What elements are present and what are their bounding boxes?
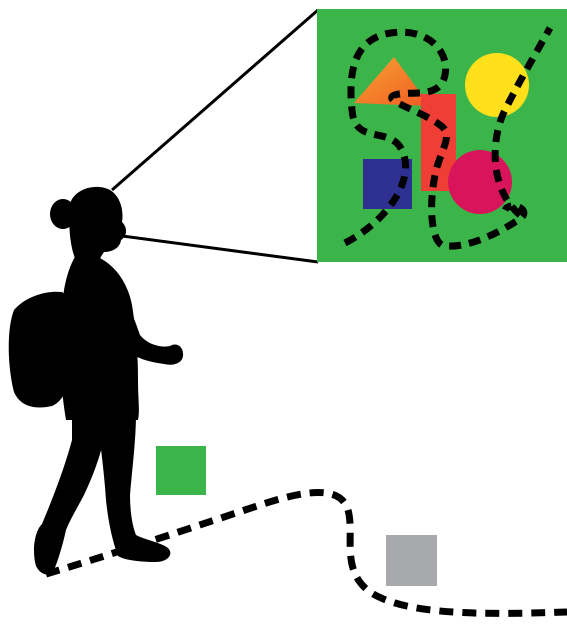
view-cone-lower-line <box>122 236 318 262</box>
backpack <box>9 292 72 408</box>
head <box>69 187 126 266</box>
gray-marker <box>386 535 437 586</box>
walking-person-silhouette <box>9 187 183 575</box>
green-marker <box>156 446 206 495</box>
magenta-circle-shape <box>448 150 512 214</box>
back-leg <box>34 410 108 574</box>
zoomed-view-panel <box>317 9 567 262</box>
view-cone-upper-line <box>112 10 318 190</box>
